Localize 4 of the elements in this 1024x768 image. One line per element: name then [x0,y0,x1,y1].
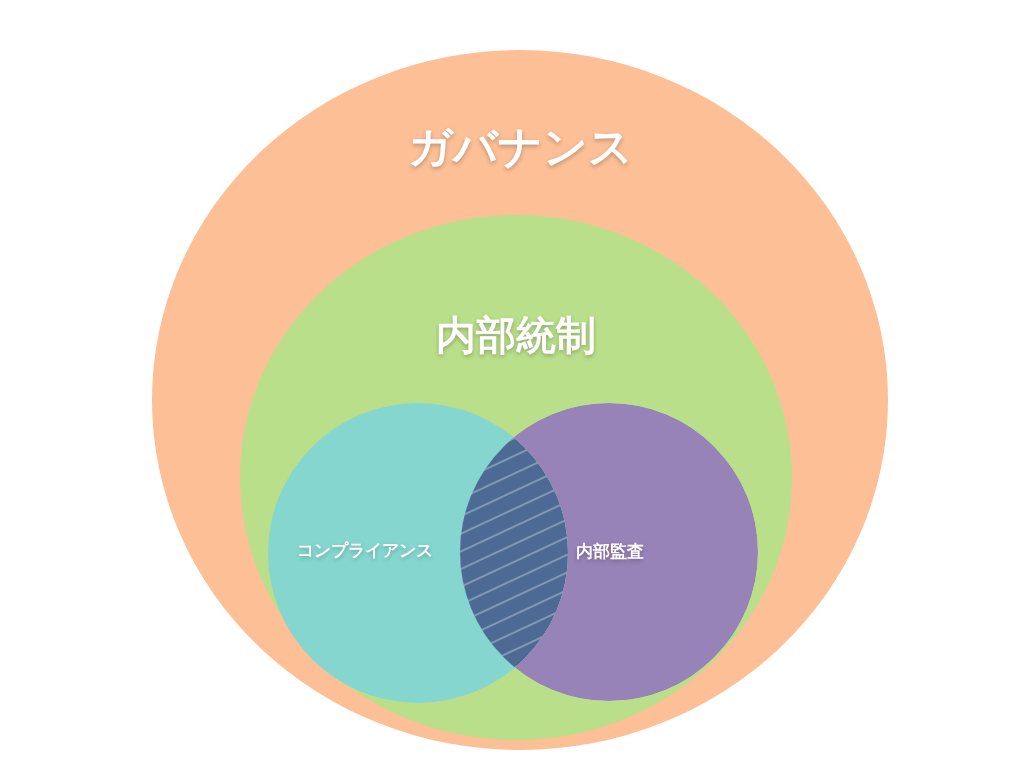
circle-label: コンプライアンス [297,538,433,562]
circle-label: ガバナンス [407,119,633,174]
circle-label: 内部監査 [576,539,644,563]
circle-label: 内部統制 [436,310,596,360]
